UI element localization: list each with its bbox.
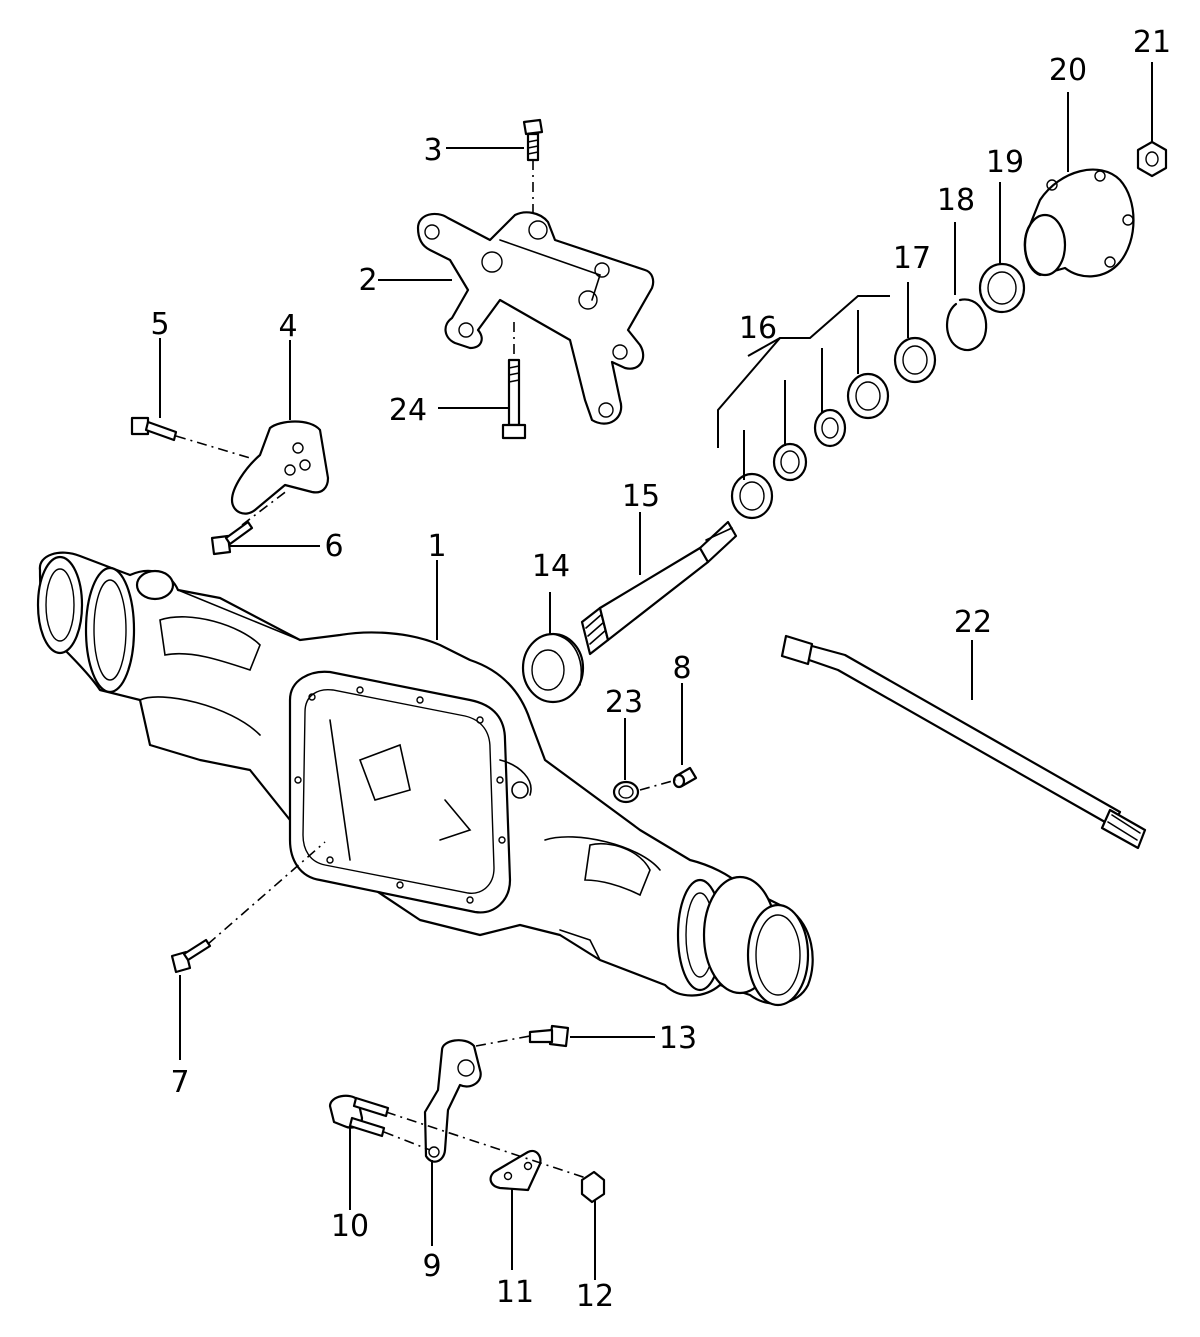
bearing-ring-19	[978, 262, 1026, 314]
bolt-3	[522, 118, 544, 162]
axle-shaft-22	[780, 634, 1147, 850]
bolt-5	[130, 416, 178, 442]
callout-7: 7	[170, 1065, 189, 1100]
lever-9	[423, 1039, 482, 1163]
callout-5: 5	[150, 307, 169, 342]
callout-2: 2	[358, 263, 377, 298]
callout-11: 11	[496, 1275, 534, 1310]
pin-8	[672, 766, 698, 789]
callout-8: 8	[672, 651, 691, 686]
callout-23: 23	[605, 685, 643, 720]
bolt-6	[210, 520, 254, 556]
callout-4: 4	[278, 309, 297, 344]
bolt-7	[170, 938, 212, 974]
callout-22: 22	[954, 605, 992, 640]
callout-18: 18	[937, 183, 975, 218]
callout-17: 17	[893, 241, 931, 276]
callout-21: 21	[1133, 25, 1171, 60]
circlip-18	[946, 298, 988, 352]
leader-lines	[159, 62, 1153, 1280]
assembly-lines	[175, 160, 677, 1179]
nut-21	[1136, 140, 1168, 178]
bearing-ring-17	[893, 336, 937, 384]
bolt-24	[501, 358, 527, 440]
bolt-13	[528, 1024, 570, 1048]
swivel-10	[328, 1094, 390, 1138]
callout-9: 9	[422, 1249, 441, 1284]
callout-labels: 1 2 3 4 5 6 7 8 9 10 11 12 13 14 15 16 1…	[150, 25, 1171, 1314]
callout-10: 10	[331, 1209, 369, 1244]
axle-housing	[36, 551, 814, 1007]
ring-23	[612, 780, 640, 804]
callout-6: 6	[324, 529, 343, 564]
drive-flange-20	[1023, 168, 1135, 278]
callout-1: 1	[427, 529, 446, 564]
pinion-shaft	[580, 520, 738, 656]
callout-20: 20	[1049, 53, 1087, 88]
nut-12	[580, 1170, 606, 1204]
callout-15: 15	[622, 479, 660, 514]
callout-16: 16	[739, 311, 777, 346]
bearing-set-16	[730, 372, 890, 520]
callout-19: 19	[986, 145, 1024, 180]
plate-11	[489, 1149, 542, 1192]
callout-13: 13	[659, 1021, 697, 1056]
callout-24: 24	[389, 393, 427, 428]
callout-14: 14	[532, 549, 570, 584]
callout-3: 3	[423, 133, 442, 168]
mount-bracket	[416, 211, 655, 425]
seal-14	[521, 632, 585, 704]
small-bracket	[230, 420, 330, 515]
callout-12: 12	[576, 1279, 614, 1314]
